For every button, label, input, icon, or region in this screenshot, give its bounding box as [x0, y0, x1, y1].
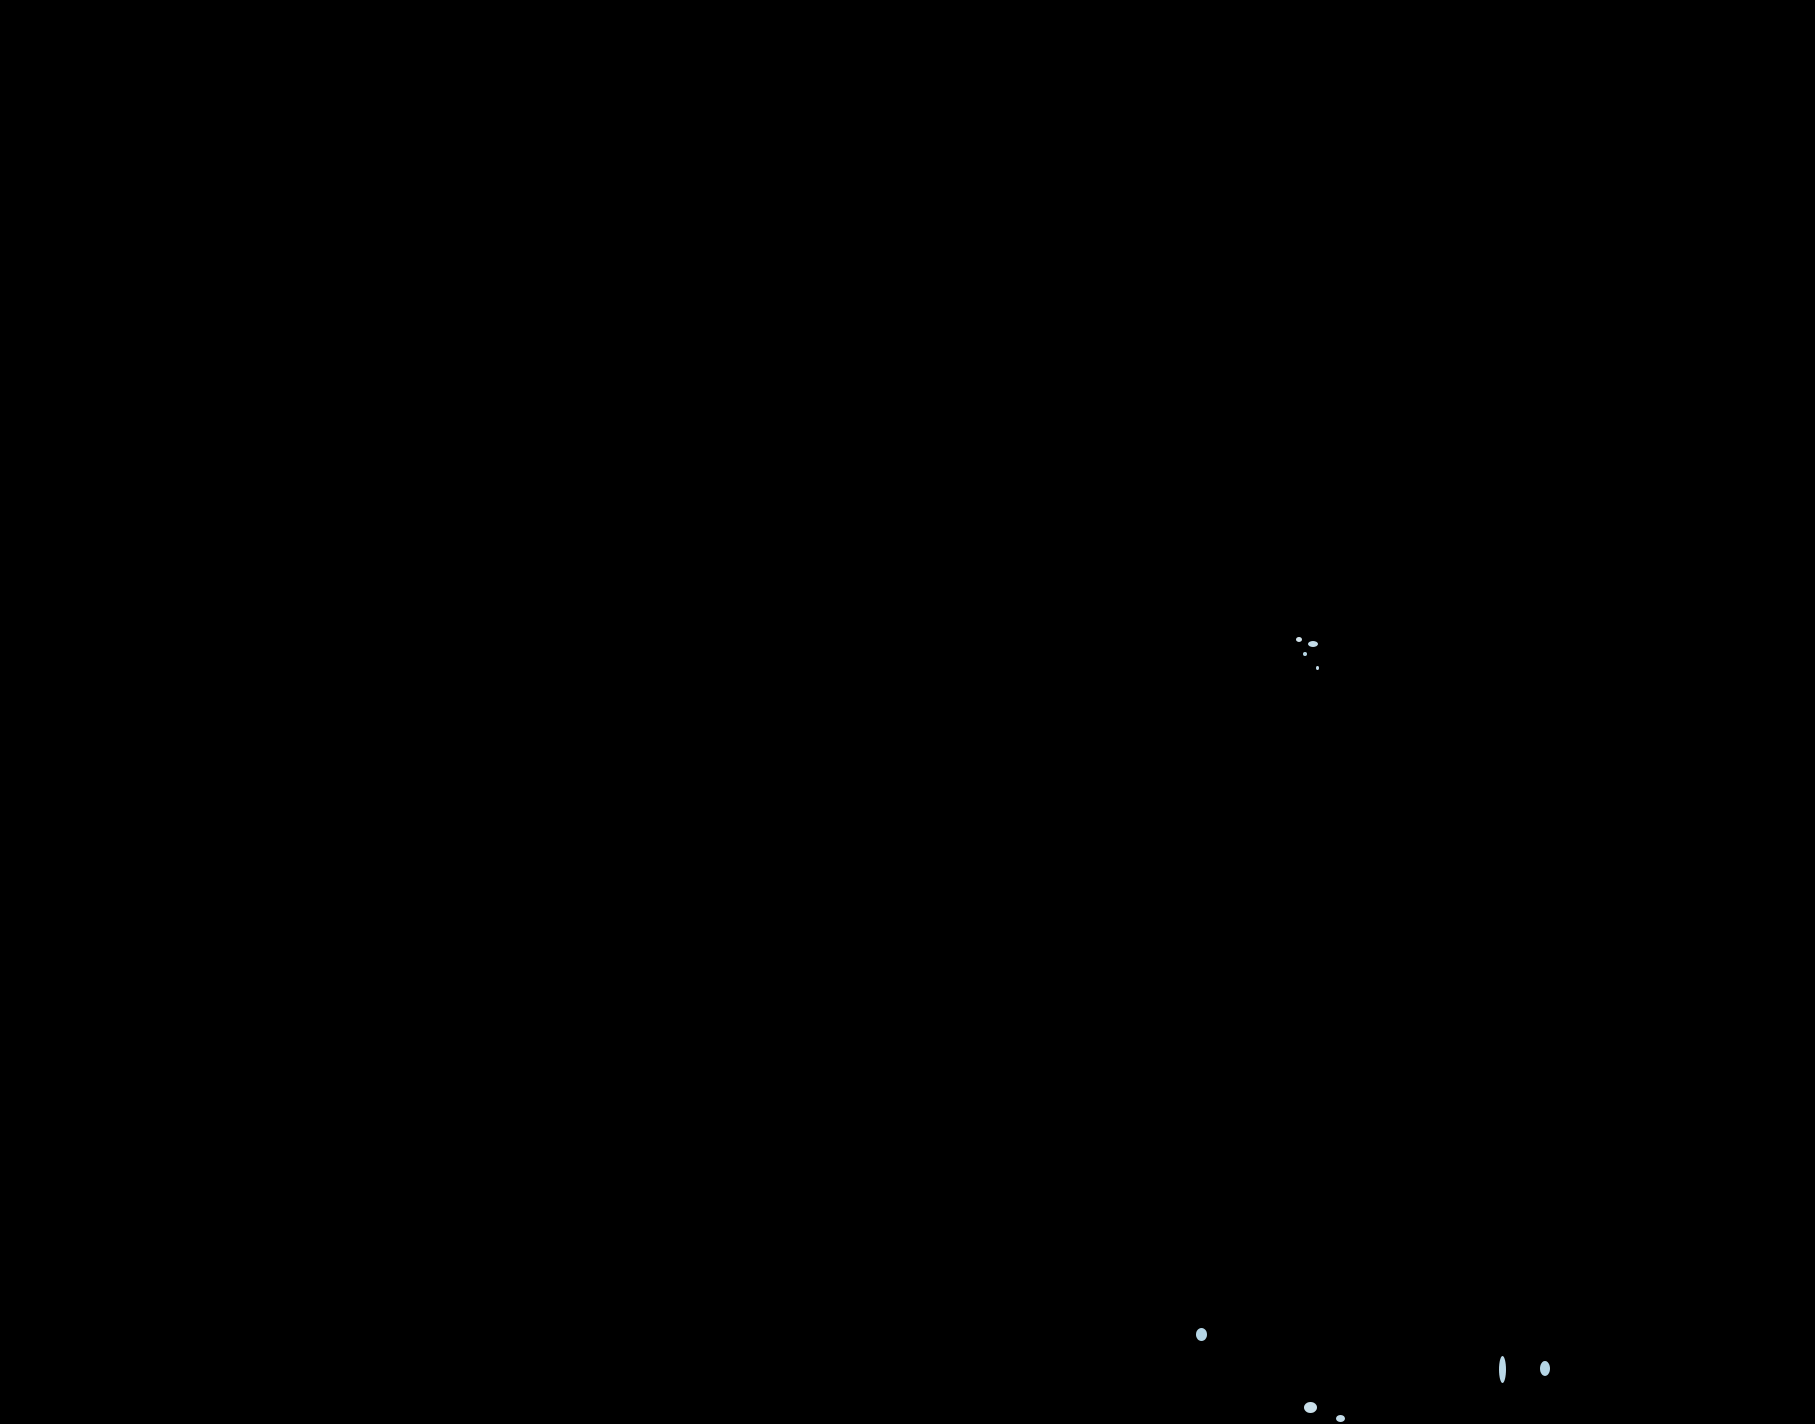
screen-artifact-speck	[1316, 666, 1319, 670]
screen-artifact-speck	[1303, 652, 1307, 656]
screen-artifact-speck	[1336, 1415, 1345, 1422]
screen-artifact-speck	[1540, 1361, 1550, 1376]
screen-artifact-speck	[1196, 1328, 1207, 1341]
screen-artifact-speck	[1304, 1402, 1317, 1413]
screen-artifact-speck	[1499, 1356, 1506, 1383]
screen-artifact-speck	[1296, 637, 1302, 642]
screen-artifact-speck	[1308, 641, 1318, 647]
